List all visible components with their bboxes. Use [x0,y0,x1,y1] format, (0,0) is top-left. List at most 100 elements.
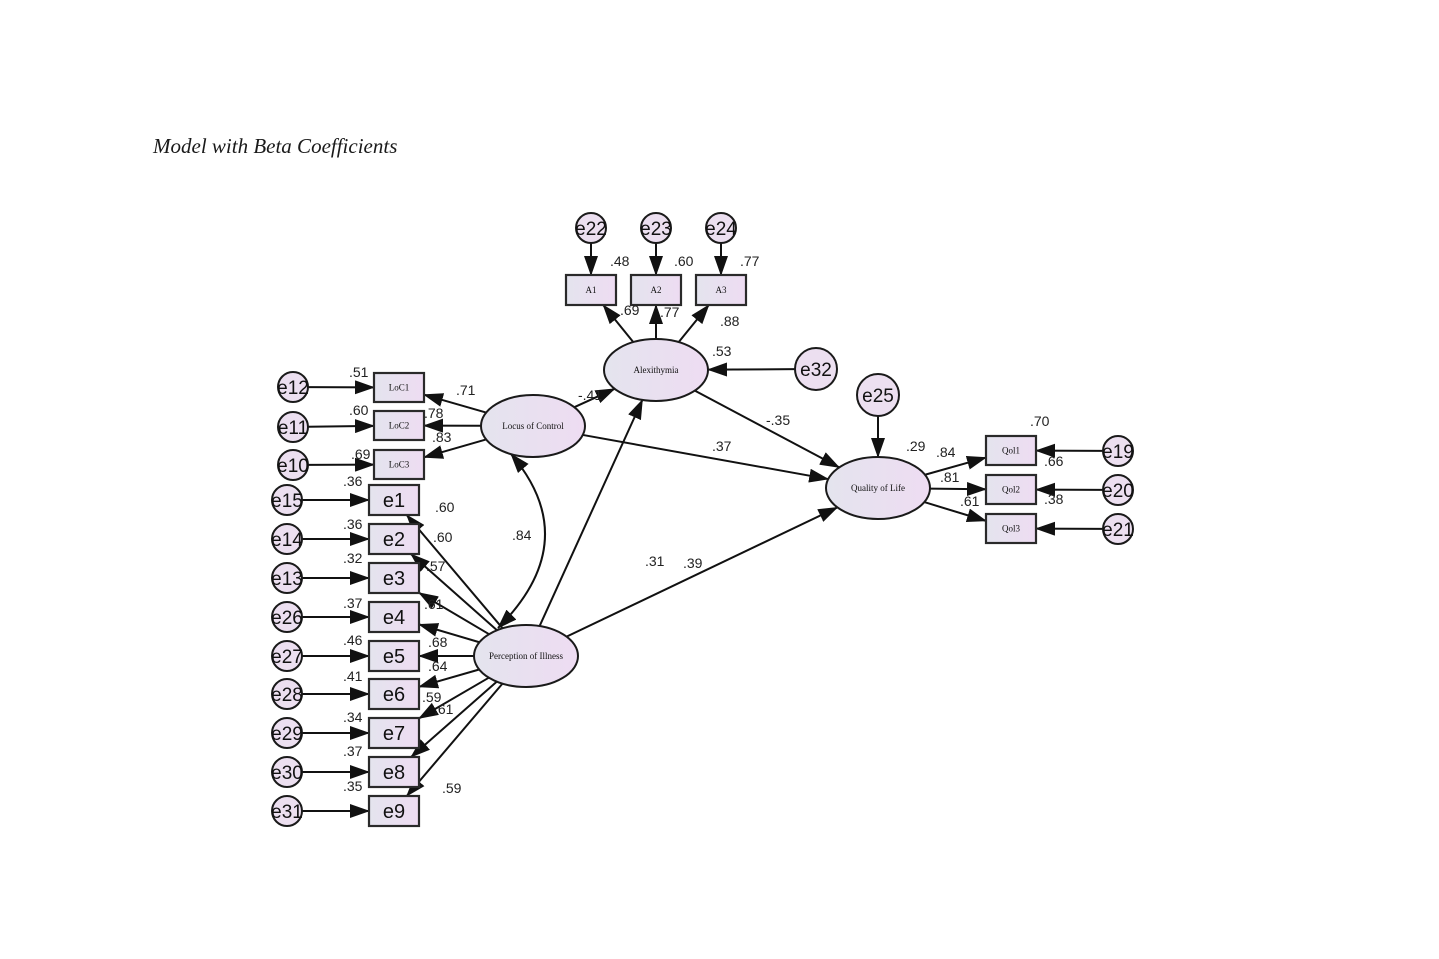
error-arrow-e11-LoC2 [307,419,375,434]
error-e28[interactable]: e28 [271,678,303,710]
loading-label-LoC2: .78 [424,405,444,421]
error-e10[interactable]: e10 [277,449,309,481]
loading-label-e9: .59 [442,780,462,796]
error-e31[interactable]: e31 [271,795,303,827]
error-label: e26 [271,608,303,629]
observed-e5[interactable]: e5 [367,639,421,673]
observed-label: Qol3 [1002,524,1021,534]
observed-box [367,522,421,556]
observed-label: e2 [383,529,405,551]
error-e22[interactable]: e22 [575,212,607,244]
loading-label-e7: .59 [422,689,442,705]
observed-e1[interactable]: e1 [367,483,421,517]
loading-label-e6: .64 [428,658,448,674]
loading-arrow-loc-LoC3 [423,438,487,459]
loading-arrow-poi-e3 [418,591,490,636]
observed-Qol3[interactable]: Qol3 [984,512,1038,545]
error-circle [271,562,303,594]
observed-box [367,483,421,517]
error-circle [575,212,607,244]
observed-label: Qol1 [1002,446,1020,456]
loading-arrow-qol-Qol2 [929,482,987,497]
r2-label-LoC3: .69 [351,446,371,462]
observed-e4[interactable]: e4 [367,600,421,634]
latent-alex[interactable]: Alexithymia [603,338,709,402]
observed-label: LoC1 [389,383,410,393]
error-e21[interactable]: e21 [1102,513,1134,545]
error-label: e15 [271,491,303,512]
error-circle [271,678,303,710]
error-e13[interactable]: e13 [271,562,303,594]
latent-loc[interactable]: Locus of Control [480,394,586,458]
path-arrow-alex-qol [694,389,841,469]
r2-label-e9: .35 [343,778,363,794]
observed-LoC1[interactable]: LoC1 [372,371,426,404]
observed-e2[interactable]: e2 [367,522,421,556]
observed-box [367,677,421,711]
error-e27[interactable]: e27 [271,640,303,672]
loading-arrow-poi-e1 [405,514,504,629]
error-circle [277,449,309,481]
observed-Qol2[interactable]: Qol2 [984,473,1038,506]
error-e29[interactable]: e29 [271,717,303,749]
latent-label: Locus of Control [502,421,564,431]
error-circle [271,795,303,827]
error-e26[interactable]: e26 [271,601,303,633]
observed-e6[interactable]: e6 [367,677,421,711]
error-e19[interactable]: e19 [1102,435,1134,467]
error-label: e14 [271,530,303,551]
r2-label-A3: .77 [740,253,760,269]
error-circle [271,484,303,516]
observed-label: e5 [383,646,405,668]
observed-e3[interactable]: e3 [367,561,421,595]
observed-box [367,561,421,595]
error-e20[interactable]: e20 [1102,474,1134,506]
r2-label-qol: .29 [906,438,926,454]
disturbance-arrow-e32-alex [706,362,796,377]
error-e11[interactable]: e11 [277,411,309,443]
latent-poi[interactable]: Perception of Illness [473,624,579,688]
observed-A3[interactable]: A3 [694,273,748,307]
observed-Qol1[interactable]: Qol1 [984,434,1038,467]
r2-label-e7: .34 [343,709,363,725]
observed-A2[interactable]: A2 [629,273,683,307]
latent-qol[interactable]: Quality of Life [825,456,931,520]
loading-label-e4: .61 [424,596,444,612]
error-label: e28 [271,685,303,706]
observed-label: A1 [586,285,597,295]
observed-e7[interactable]: e7 [367,716,421,750]
loading-label-LoC3: .83 [432,429,452,445]
error-label: e10 [277,456,309,477]
loading-label-Qol2: .81 [940,469,960,485]
error-e14[interactable]: e14 [271,523,303,555]
observed-e9[interactable]: e9 [367,794,421,828]
error-e12[interactable]: e12 [277,371,309,403]
observed-LoC2[interactable]: LoC2 [372,409,426,442]
error-circle [705,212,737,244]
observed-label: LoC3 [389,460,410,470]
observed-A1[interactable]: A1 [564,273,618,307]
observed-LoC3[interactable]: LoC3 [372,448,426,481]
error-label: e12 [277,378,309,399]
observed-box [629,273,683,307]
error-e32[interactable]: e32 [794,347,838,391]
error-circle [271,601,303,633]
latent-ellipse [825,456,931,520]
error-e25[interactable]: e25 [856,373,900,417]
error-circle [1102,474,1134,506]
observed-box [367,755,421,789]
observed-box [694,273,748,307]
error-e23[interactable]: e23 [640,212,672,244]
observed-box [372,448,426,481]
loading-arrow-qol-Qol3 [924,501,987,523]
loading-label-e8: .61 [434,701,454,717]
r2-label-e4: .37 [343,595,363,611]
error-e30[interactable]: e30 [271,756,303,788]
observed-box [372,409,426,442]
error-circle [271,640,303,672]
observed-e8[interactable]: e8 [367,755,421,789]
error-e15[interactable]: e15 [271,484,303,516]
error-label: e21 [1102,520,1134,541]
latent-ellipse [603,338,709,402]
error-e24[interactable]: e24 [705,212,737,244]
